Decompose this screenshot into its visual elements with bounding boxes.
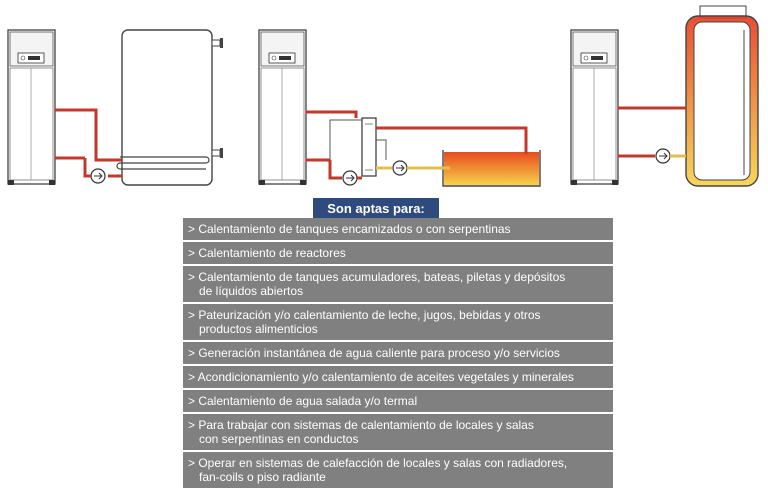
list-item: > Calentamiento de reactores	[183, 242, 613, 264]
list-item-text: > Acondicionamiento y/o calentamiento de…	[188, 370, 574, 384]
list-item: > Generación instantánea de agua calient…	[183, 342, 613, 364]
list-item-text: productos alimenticios	[199, 322, 318, 336]
list-item-text: fan-coils o piso radiante	[199, 470, 326, 484]
storage-tank	[685, 5, 759, 187]
list-item: > Calentamiento de tanques acumuladores,…	[183, 266, 613, 302]
diagram-storage-tank	[570, 5, 759, 187]
diagram-open-tank	[258, 29, 541, 187]
list-item-text: > Calentamiento de tanques acumuladores,…	[188, 270, 566, 284]
list-item: > Acondicionamiento y/o calentamiento de…	[183, 366, 613, 388]
list-item: > Calentamiento de tanques encamizados o…	[183, 218, 613, 240]
heating-diagrams	[7, 5, 759, 187]
pipes	[618, 106, 686, 164]
boiler-unit	[258, 29, 307, 185]
heat-exchanger	[361, 117, 377, 177]
boiler-unit	[7, 29, 56, 185]
list-item: > Operar en sistemas de calefacción de l…	[183, 452, 613, 488]
list-item-text: > Calentamiento de reactores	[188, 246, 346, 260]
list-item-text: > Para trabajar con sistemas de calentam…	[188, 418, 534, 432]
pipes	[55, 108, 122, 184]
list-item-text: > Calentamiento de agua salada y/o terma…	[188, 394, 418, 408]
boiler-unit	[570, 29, 619, 185]
list-item-text: > Generación instantánea de agua calient…	[188, 346, 560, 360]
list-item: > Pateurización y/o calentamiento de lec…	[183, 304, 613, 340]
list-item-text: con serpentinas en conductos	[199, 432, 359, 446]
coil-tank	[116, 29, 223, 186]
list-item: > Para trabajar con sistemas de calentam…	[183, 414, 613, 450]
pipes	[306, 110, 528, 186]
list-item-text: de líquidos abiertos	[199, 284, 304, 298]
list-item: > Calentamiento de agua salada y/o terma…	[183, 390, 613, 412]
section-header: Son aptas para:	[313, 198, 439, 219]
diagram-tank-with-coil	[7, 29, 223, 186]
list-item-text: > Calentamiento de tanques encamizados o…	[188, 222, 511, 236]
list-item-text: > Pateurización y/o calentamiento de lec…	[188, 308, 541, 322]
open-tank	[442, 150, 541, 187]
list-item-text: > Operar en sistemas de calefacción de l…	[188, 456, 568, 470]
applications-list: > Calentamiento de tanques encamizados o…	[183, 218, 613, 490]
